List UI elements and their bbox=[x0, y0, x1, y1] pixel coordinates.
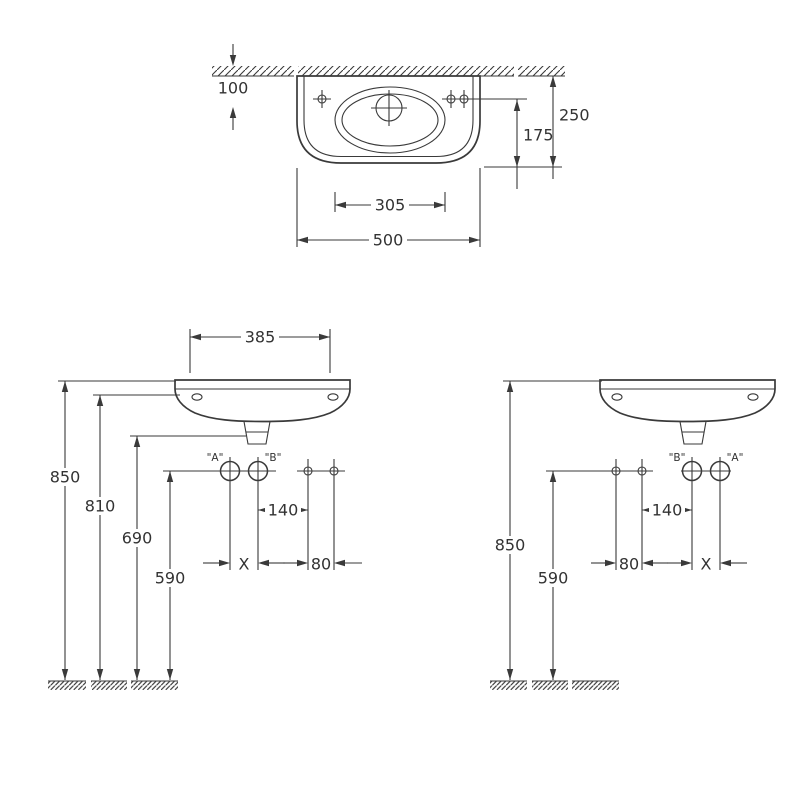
dimension-deck-width: 385 bbox=[189, 328, 331, 373]
dimension-height-rim: 850 bbox=[491, 380, 602, 680]
dim-basin-width: 305 bbox=[375, 196, 406, 215]
dimension-spacing-x: X bbox=[667, 555, 747, 574]
dim-width-total: 500 bbox=[373, 231, 404, 250]
tap-connection-holes: "B" "A" bbox=[669, 452, 744, 570]
dimension-width-total: 500 bbox=[296, 168, 481, 250]
dim-depth-total: 250 bbox=[559, 106, 590, 125]
mounting-hole bbox=[747, 393, 759, 401]
wall-hatch-band bbox=[212, 66, 565, 77]
dim-spacing-x: X bbox=[239, 555, 250, 574]
dim-spacing-x: X bbox=[701, 555, 712, 574]
tap-hole-cross-icon bbox=[313, 90, 331, 108]
hole-b-circle bbox=[247, 460, 269, 482]
tap-hole-cross-icon bbox=[442, 90, 473, 108]
faucet-hole-icon bbox=[371, 90, 407, 126]
basin-outer bbox=[334, 86, 446, 154]
dimension-depth-total: 250 bbox=[484, 75, 590, 179]
tap-connection-holes: "A" "B" bbox=[207, 452, 282, 570]
hole-b-label: "B" bbox=[265, 452, 282, 464]
floor-hatch bbox=[48, 680, 178, 690]
dimension-spacing-80: 80 bbox=[591, 555, 668, 574]
dimension-spacing-140: 140 bbox=[642, 501, 692, 520]
dimension-spacing-80: 80 bbox=[283, 555, 362, 574]
tap-hole-cross-icon bbox=[297, 459, 345, 570]
mounting-hole bbox=[611, 393, 623, 401]
dim-depth-front: 175 bbox=[523, 126, 554, 145]
dim-wall-offset: 100 bbox=[218, 79, 249, 98]
top-view: 100 250 175 305 bbox=[212, 44, 590, 250]
sink-top-outline bbox=[296, 75, 481, 164]
dim-spacing-80: 80 bbox=[619, 555, 639, 574]
drain-trap bbox=[243, 420, 271, 445]
dim-spacing-140: 140 bbox=[268, 501, 299, 520]
front-view-left: 385 850 810 bbox=[46, 328, 362, 690]
dimension-basin-width: 305 bbox=[334, 192, 446, 215]
dim-height-rim: 850 bbox=[50, 468, 81, 487]
basin-inner bbox=[341, 93, 439, 147]
hole-a-circle bbox=[219, 460, 241, 482]
hole-a-label: "A" bbox=[727, 452, 744, 464]
dim-spacing-140: 140 bbox=[652, 501, 683, 520]
dimension-wall-offset: 100 bbox=[218, 44, 249, 130]
drain-trap bbox=[679, 420, 707, 445]
dimension-height-underside: 810 bbox=[81, 394, 180, 680]
dimension-depth-front: 175 bbox=[470, 98, 554, 189]
dim-deck-width: 385 bbox=[245, 328, 276, 347]
dim-height-connection: 590 bbox=[155, 569, 186, 588]
dim-height-connection: 590 bbox=[538, 569, 569, 588]
hole-b-label: "B" bbox=[669, 452, 686, 464]
tap-hole-cross-icon bbox=[611, 459, 647, 570]
dimension-height-rim: 850 bbox=[46, 380, 176, 680]
dimension-height-connection: 590 bbox=[151, 470, 276, 680]
floor-hatch bbox=[490, 680, 619, 690]
sink-top-rim bbox=[303, 76, 474, 158]
dimension-height-connection: 590 bbox=[534, 470, 653, 680]
mounting-hole bbox=[327, 393, 339, 401]
mounting-hole bbox=[191, 393, 203, 401]
dim-spacing-80: 80 bbox=[311, 555, 331, 574]
dim-height-outlet: 690 bbox=[122, 529, 153, 548]
dimension-spacing-x: X bbox=[203, 555, 285, 574]
hole-a-label: "A" bbox=[207, 452, 224, 464]
hole-a-circle bbox=[709, 460, 731, 482]
front-view-right: 850 590 "B" "A" bbox=[490, 379, 776, 690]
dim-height-underside: 810 bbox=[85, 497, 116, 516]
hole-b-circle bbox=[681, 460, 703, 482]
dimension-height-outlet: 690 bbox=[118, 435, 246, 680]
dimension-spacing-140: 140 bbox=[258, 501, 308, 520]
dim-height-rim: 850 bbox=[495, 536, 526, 555]
